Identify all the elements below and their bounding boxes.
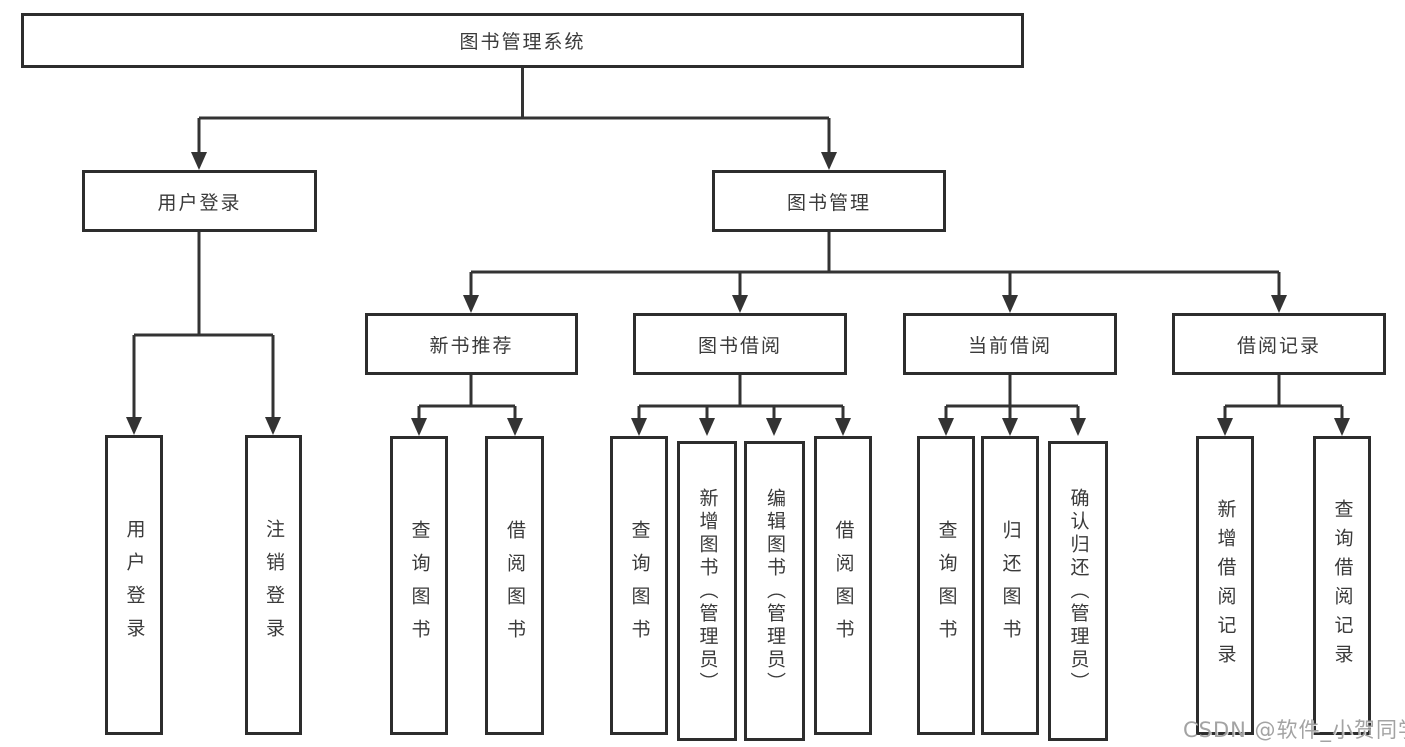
node-book-management-label: 图书管理 [786, 191, 871, 214]
node-root: 图书管理系统 [21, 13, 1024, 68]
leaf-borrow-books: 借阅图书 [814, 436, 872, 735]
leaf-query-borrow-record-label: 查询借阅记录 [1331, 498, 1354, 673]
node-borrow-records-label: 借阅记录 [1236, 334, 1321, 357]
leaf-return-book-label: 归还图书 [999, 519, 1022, 652]
leaf-add-book-admin: 新增图书（管理员） [677, 441, 737, 741]
leaf-borrow-books-recommend: 借阅图书 [485, 436, 544, 735]
leaf-query-books-current-label: 查询图书 [935, 519, 958, 652]
node-user-login-label: 用户登录 [157, 191, 242, 214]
leaf-borrow-books-recommend-label: 借阅图书 [504, 519, 526, 652]
leaf-confirm-return-admin: 确认归还（管理员） [1048, 441, 1108, 741]
node-new-book-recommend-label: 新书推荐 [429, 334, 514, 357]
node-book-borrow: 图书借阅 [633, 313, 847, 375]
leaf-query-books-borrow-label: 查询图书 [628, 519, 651, 652]
node-current-borrow: 当前借阅 [903, 313, 1117, 375]
leaf-query-books-borrow: 查询图书 [610, 436, 668, 735]
leaf-user-login-label: 用户登录 [123, 519, 146, 651]
leaf-query-books-recommend-label: 查询图书 [408, 519, 431, 652]
arrowheads [126, 152, 1350, 436]
node-book-management: 图书管理 [712, 170, 946, 232]
leaf-confirm-return-admin-label: 确认归还（管理员） [1067, 487, 1090, 695]
node-new-book-recommend: 新书推荐 [365, 313, 578, 375]
leaf-add-book-admin-label: 新增图书（管理员） [696, 487, 719, 695]
leaf-logout: 注销登录 [245, 435, 302, 735]
leaf-user-login: 用户登录 [105, 435, 163, 735]
leaf-return-book: 归还图书 [981, 436, 1039, 735]
leaf-edit-book-admin-label: 编辑图书（管理员） [764, 487, 786, 695]
leaf-edit-book-admin: 编辑图书（管理员） [744, 441, 805, 741]
node-borrow-records: 借阅记录 [1172, 313, 1386, 375]
node-user-login: 用户登录 [82, 170, 317, 232]
leaf-query-books-current: 查询图书 [917, 436, 975, 735]
leaf-add-borrow-record-label: 新增借阅记录 [1214, 498, 1237, 673]
leaf-borrow-books-label: 借阅图书 [832, 519, 855, 652]
node-current-borrow-label: 当前借阅 [967, 334, 1052, 357]
leaf-query-borrow-record: 查询借阅记录 [1313, 436, 1371, 735]
leaf-logout-label: 注销登录 [263, 519, 285, 651]
leaf-add-borrow-record: 新增借阅记录 [1196, 436, 1254, 735]
node-book-borrow-label: 图书借阅 [697, 334, 782, 357]
node-root-label: 图书管理系统 [459, 31, 586, 53]
leaf-query-books-recommend: 查询图书 [390, 436, 448, 735]
watermark: CSDN @软件_小贺同学 [1183, 718, 1405, 742]
